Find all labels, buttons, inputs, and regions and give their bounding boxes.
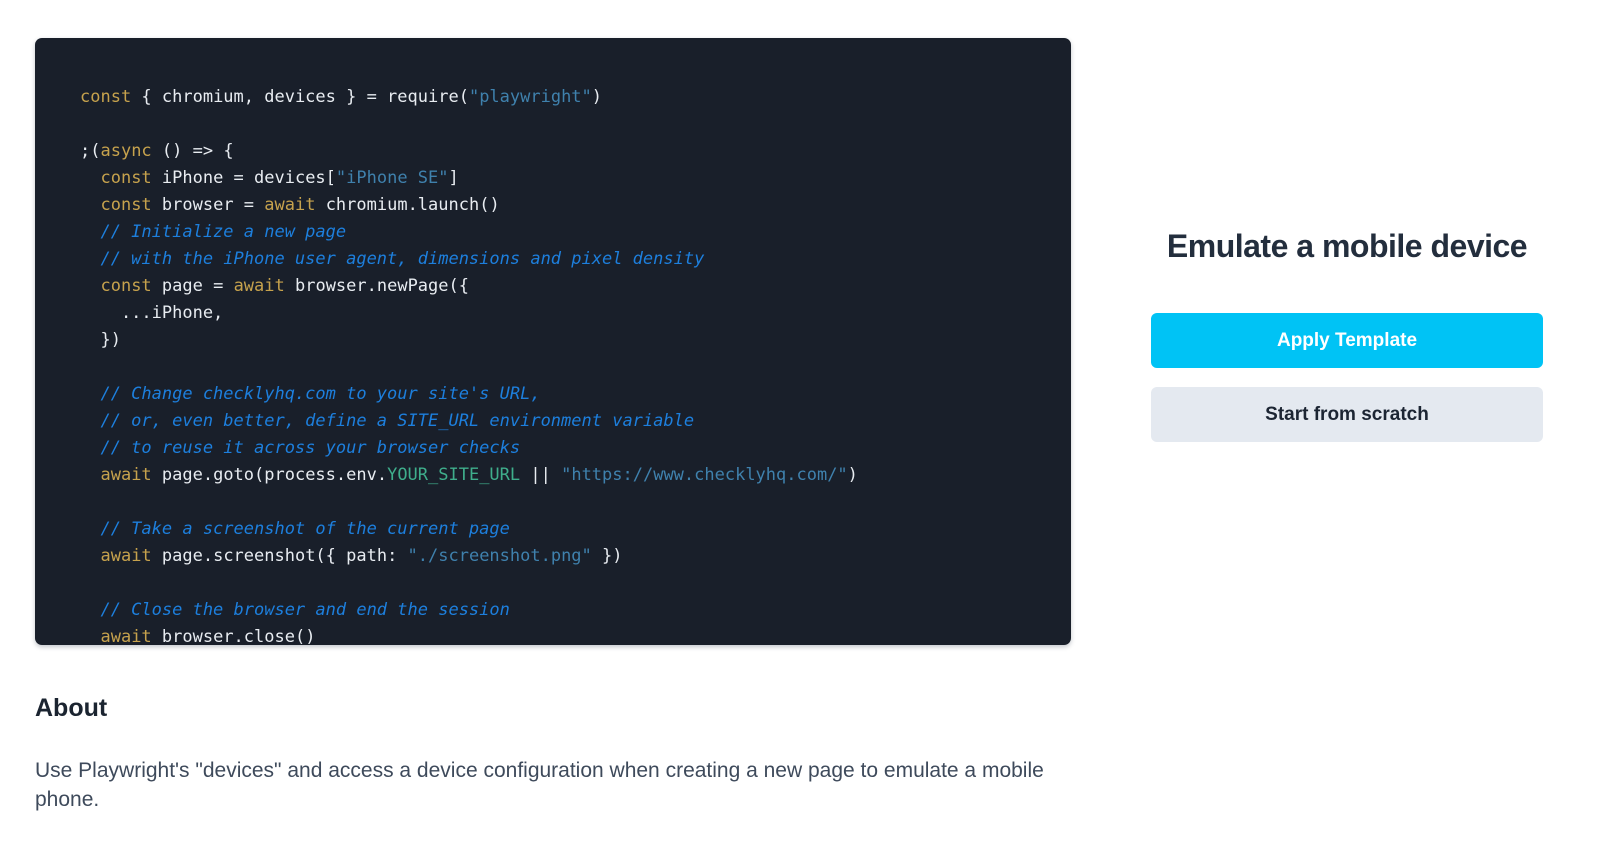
template-panel: Emulate a mobile device Apply Template S… [1135, 228, 1559, 442]
code-line: const browser = await chromium.launch() [100, 195, 500, 215]
code-line: // to reuse it across your browser check… [80, 438, 521, 458]
code-line: await page.screenshot({ path: "./screens… [100, 546, 623, 566]
code-line: // or, even better, define a SITE_URL en… [80, 411, 695, 431]
code-line [80, 489, 1041, 516]
code-line: const iPhone = devices["iPhone SE"] [100, 168, 459, 188]
template-title: Emulate a mobile device [1166, 228, 1528, 264]
code-line [80, 111, 1041, 138]
apply-template-button[interactable]: Apply Template [1151, 313, 1543, 368]
code-line: // Initialize a new page [80, 222, 347, 242]
about-heading: About [35, 694, 108, 722]
about-section: About Use Playwright's "devices" and acc… [35, 694, 1055, 814]
code-line [80, 354, 1041, 381]
start-from-scratch-button[interactable]: Start from scratch [1151, 387, 1543, 442]
code-line: // Change checklyhq.com to your site's U… [80, 384, 541, 404]
code-editor-content: const { chromium, devices } = require("p… [35, 38, 1071, 645]
code-line: await browser.close() [100, 627, 316, 645]
code-line: // with the iPhone user agent, dimension… [80, 249, 705, 269]
code-line: await page.goto(process.env.YOUR_SITE_UR… [100, 465, 858, 485]
code-line: // Close the browser and end the session [80, 600, 510, 620]
code-line: const { chromium, devices } = require("p… [80, 87, 603, 107]
code-line: // Take a screenshot of the current page [80, 519, 510, 539]
about-description: Use Playwright's "devices" and access a … [35, 759, 1044, 811]
code-line [80, 570, 1041, 597]
code-line: const page = await browser.newPage({ [100, 276, 469, 296]
code-line: ;(async () => { [80, 141, 234, 161]
code-line: }) [80, 330, 121, 350]
code-line: ...iPhone, [80, 303, 224, 323]
code-editor[interactable]: const { chromium, devices } = require("p… [35, 38, 1071, 645]
